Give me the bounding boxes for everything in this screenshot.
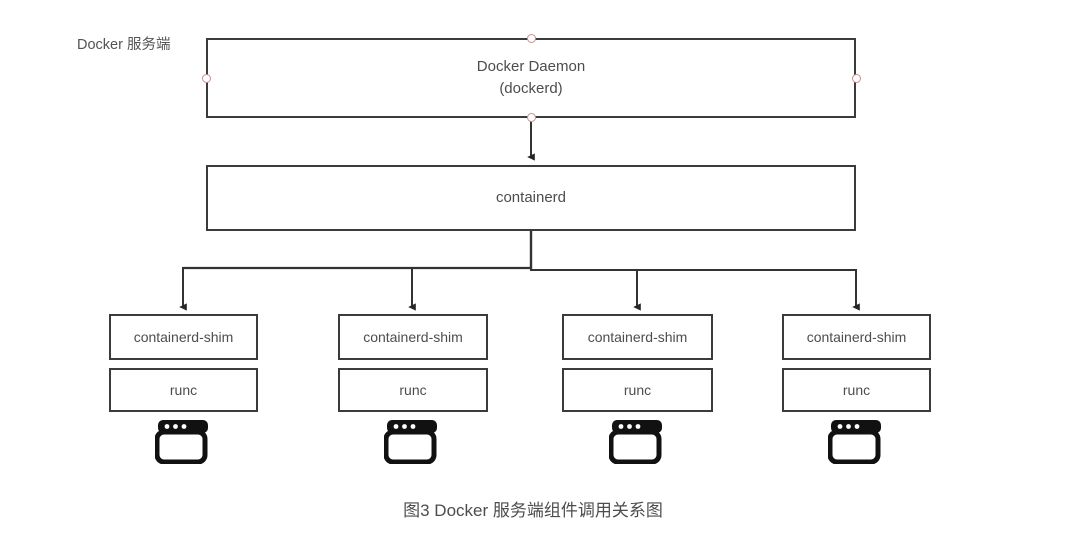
daemon-anchor-left-dot[interactable] xyxy=(201,73,211,83)
node-containerd-shim-1[interactable]: containerd-shim xyxy=(109,314,258,360)
daemon-anchor-right-dot[interactable] xyxy=(851,73,861,83)
container-window-icon xyxy=(827,418,884,465)
runc-label: runc xyxy=(399,381,427,398)
runc-label: runc xyxy=(623,381,652,398)
daemon-anchor-bottom-dot[interactable] xyxy=(526,112,536,122)
containerd-shim-label: containerd-shim xyxy=(363,328,463,345)
container-window-icon xyxy=(383,418,440,465)
node-containerd-shim-3[interactable]: containerd-shim xyxy=(562,314,713,360)
node-runc-3[interactable]: runc xyxy=(562,368,713,412)
containerd-shim-label: containerd-shim xyxy=(587,328,688,345)
runc-label: runc xyxy=(169,381,198,398)
containerd-shim-label: containerd-shim xyxy=(133,328,234,345)
runc-label: runc xyxy=(842,381,871,398)
containerd-shim-label: containerd-shim xyxy=(806,328,907,345)
container-window-icon xyxy=(608,418,665,465)
node-docker-daemon[interactable]: Docker Daemon (dockerd) xyxy=(206,38,856,118)
node-containerd-shim-4[interactable]: containerd-shim xyxy=(782,314,931,360)
docker-server-side-label: Docker 服务端 xyxy=(77,37,171,53)
node-containerd[interactable]: containerd xyxy=(206,165,856,231)
node-runc-4[interactable]: runc xyxy=(782,368,931,412)
node-containerd-shim-2[interactable]: containerd-shim xyxy=(338,314,488,360)
container-window-icon xyxy=(154,418,211,465)
docker-daemon-title: Docker Daemon xyxy=(476,58,586,76)
daemon-anchor-top-dot[interactable] xyxy=(526,33,536,43)
containerd-label: containerd xyxy=(495,189,567,207)
node-runc-2[interactable]: runc xyxy=(338,368,488,412)
node-runc-1[interactable]: runc xyxy=(109,368,258,412)
figure-caption: 图3 Docker 服务端组件调用关系图 xyxy=(403,501,663,520)
docker-daemon-subtitle: (dockerd) xyxy=(499,80,563,97)
